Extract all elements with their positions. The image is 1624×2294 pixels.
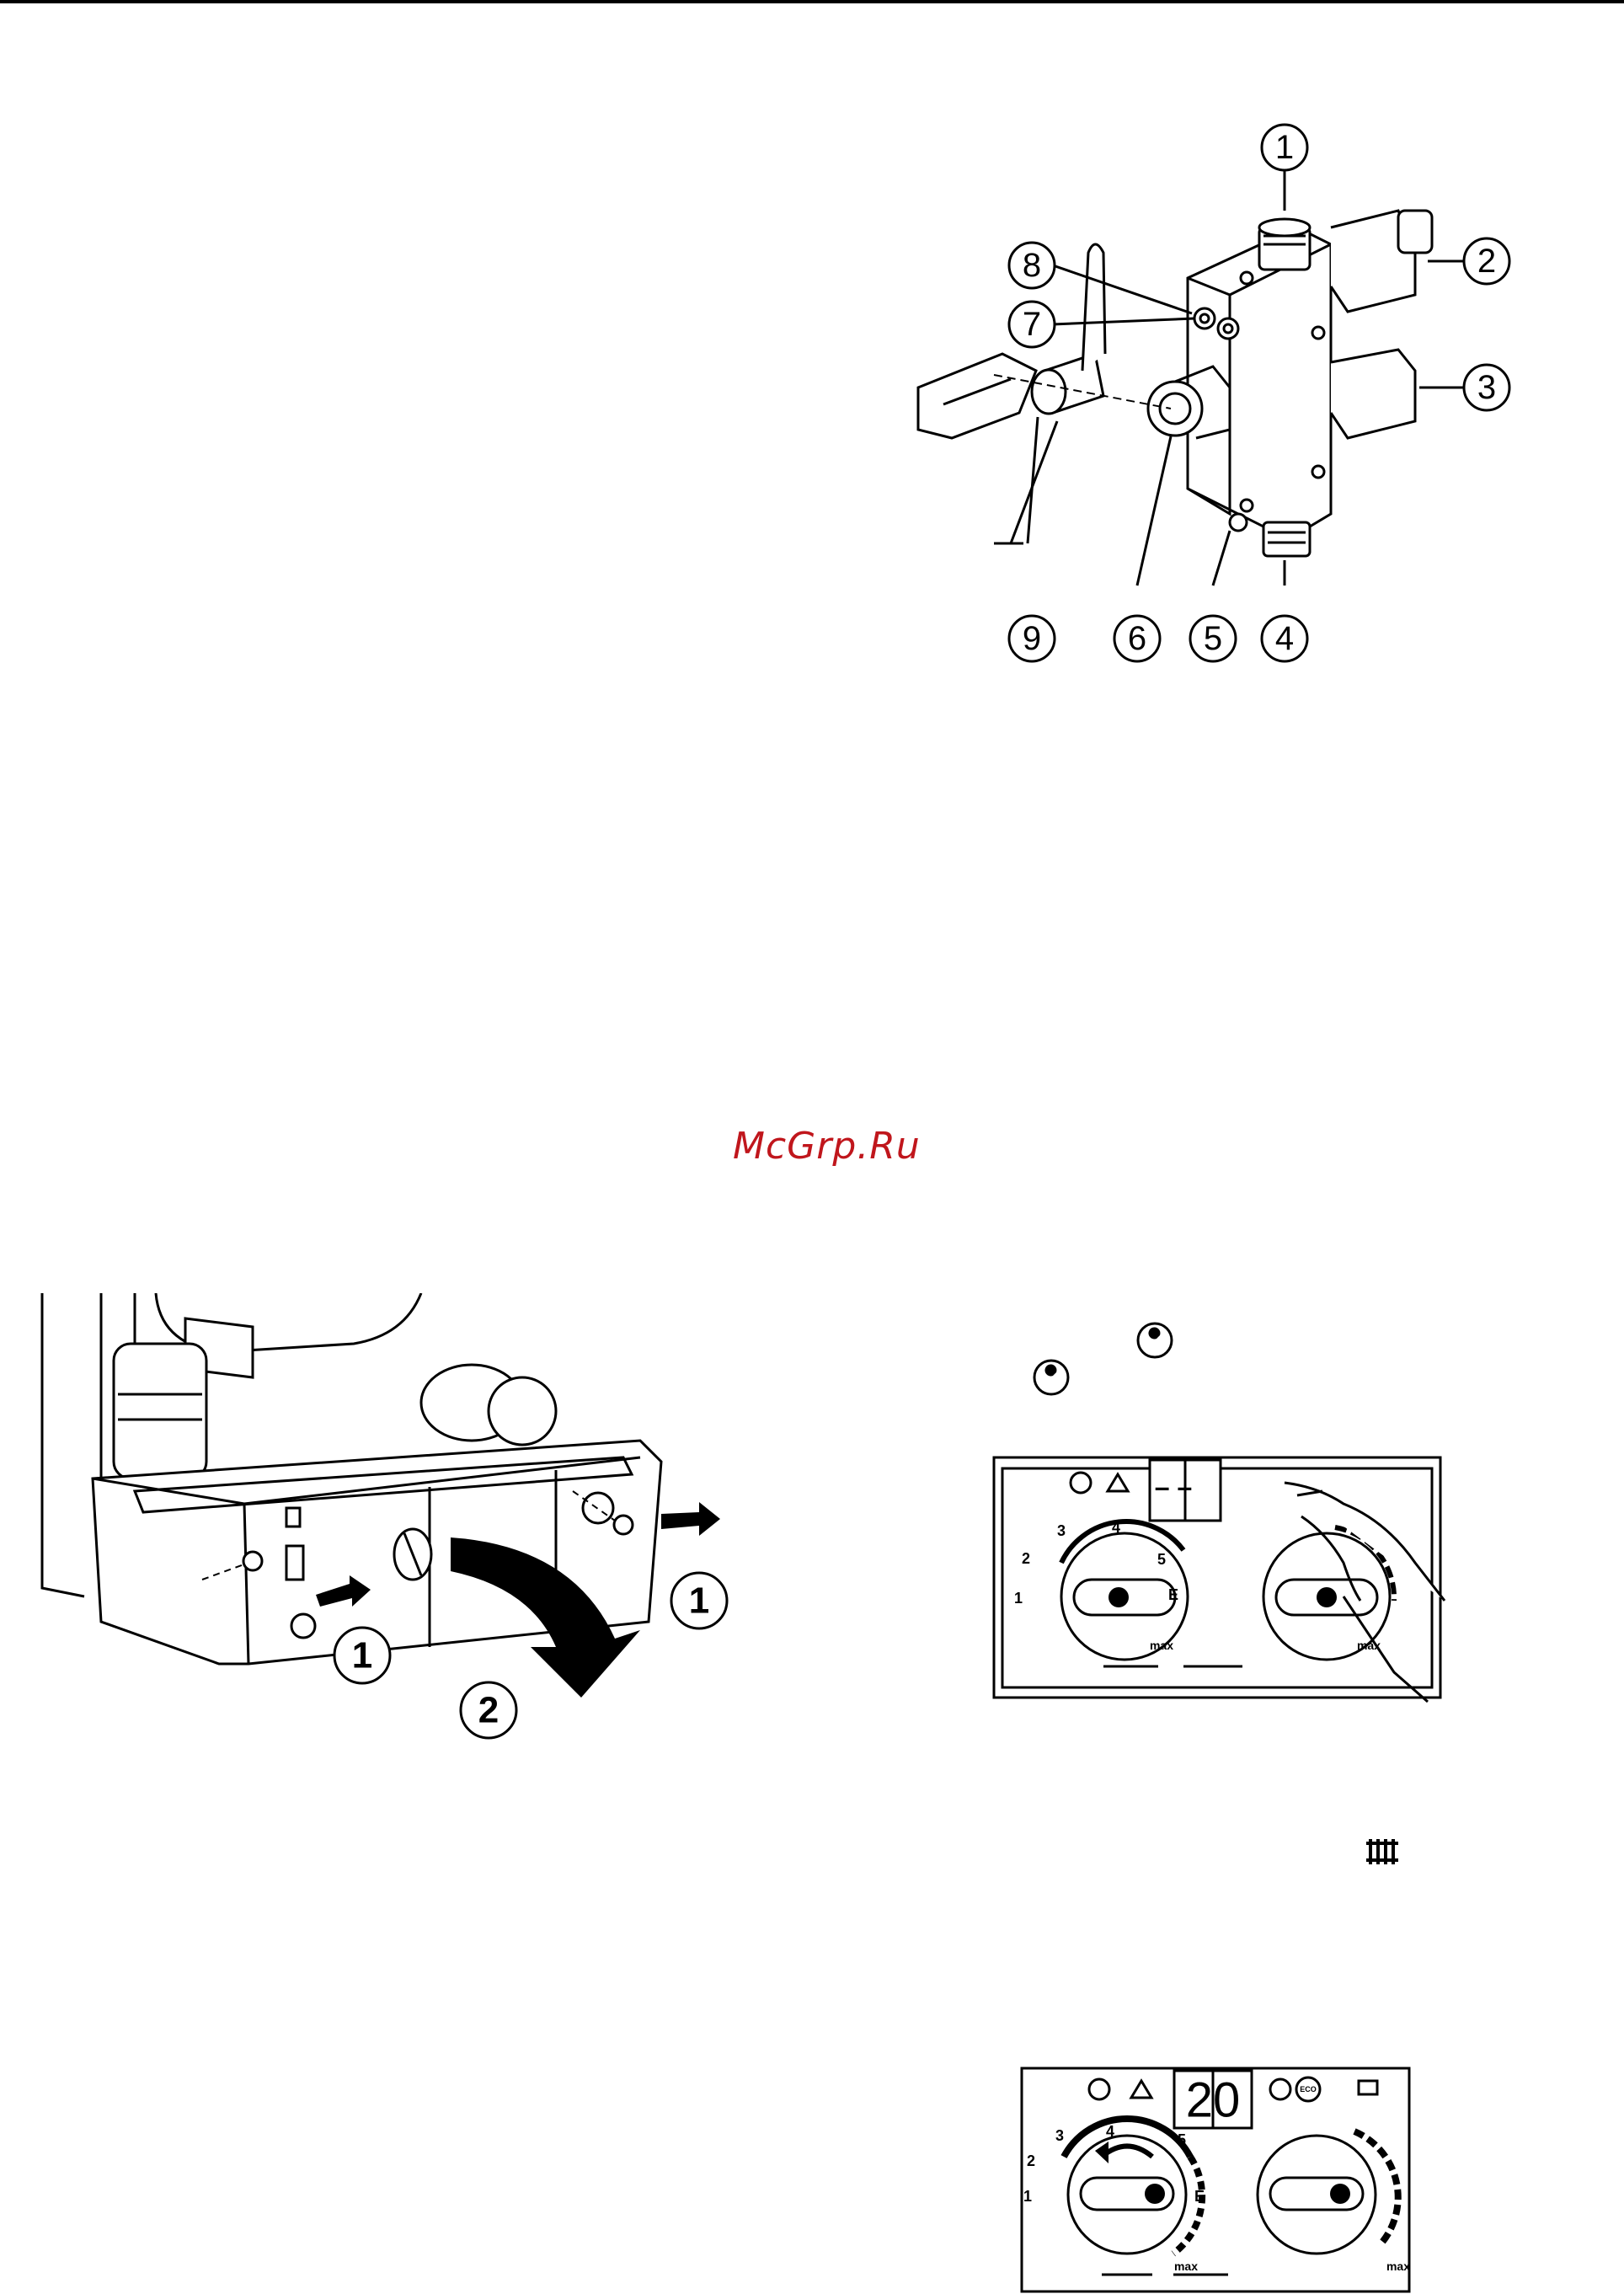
callout-6: 6 (1128, 620, 1146, 657)
callout-2: 2 (1477, 243, 1496, 280)
scale-4: 4 (1112, 1519, 1120, 1536)
scale-5: 5 (1178, 2131, 1186, 2148)
scale-1: 1 (1014, 1590, 1023, 1607)
scale-max-right: max (1357, 1639, 1381, 1652)
callout-2: 2 (478, 1690, 499, 1731)
control-panel-figure-2: 20 ECO 1 2 3 4 5 E max max (1018, 2064, 1413, 2294)
control-panel-figure-1: – – 1 2 3 4 5 E max max (990, 1453, 1449, 1706)
valve-exploded-figure: 1 2 3 4 5 6 7 8 9 (893, 118, 1533, 674)
scale-E: E (1168, 1586, 1178, 1603)
callout-left-1: 1 (352, 1635, 372, 1676)
scale-E: E (1194, 2188, 1205, 2205)
scale-max: max (1150, 1639, 1173, 1652)
eco-label: ECO (1300, 2085, 1317, 2093)
scale-max-right: max (1386, 2259, 1410, 2273)
scale-4: 4 (1106, 2123, 1114, 2140)
radiator-icon (1366, 1835, 1400, 1869)
callout-right-1: 1 (689, 1580, 709, 1622)
callout-4: 4 (1275, 620, 1294, 657)
top-rule (0, 0, 1624, 3)
scale-3: 3 (1055, 2127, 1064, 2144)
callout-1: 1 (1275, 129, 1294, 166)
scale-max: max (1174, 2259, 1198, 2273)
display-readout: – – (1155, 1472, 1192, 1502)
callout-8: 8 (1023, 247, 1041, 284)
callout-5: 5 (1204, 620, 1222, 657)
callout-3: 3 (1477, 369, 1496, 406)
panel-removal-figure: 1 1 2 (34, 1293, 741, 1748)
scale-5: 5 (1157, 1551, 1166, 1568)
scale-1: 1 (1023, 2188, 1032, 2205)
watermark: McGrp.Ru (733, 1125, 921, 1168)
scale-3: 3 (1057, 1522, 1066, 1539)
callout-7: 7 (1023, 306, 1041, 343)
scale-2: 2 (1022, 1550, 1030, 1567)
wrench-icon (1032, 1358, 1071, 1397)
wrench-icon (1135, 1321, 1174, 1360)
callout-9: 9 (1023, 620, 1041, 657)
scale-2: 2 (1027, 2152, 1035, 2169)
display-readout: 20 (1186, 2073, 1241, 2128)
